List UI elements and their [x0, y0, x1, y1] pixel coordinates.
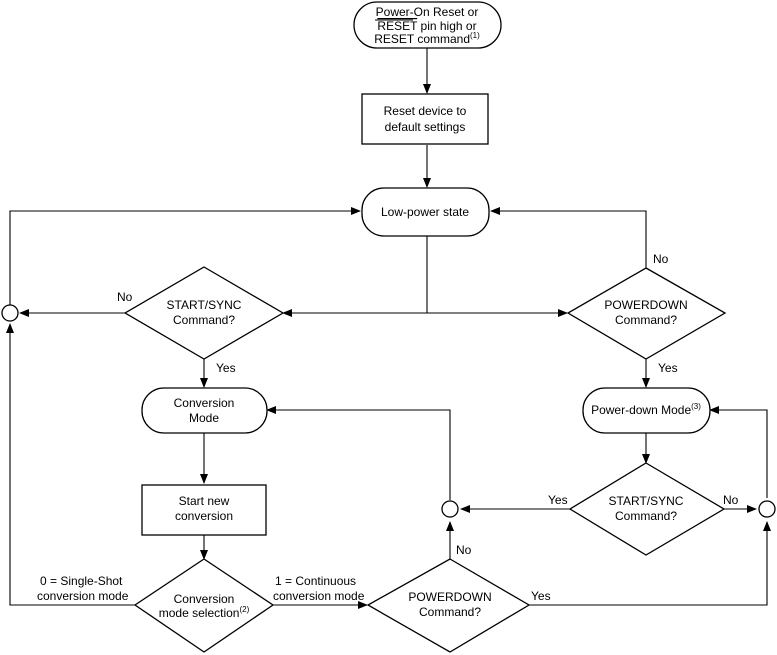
label-pd1-no: No — [653, 252, 669, 266]
label-ss2-no: No — [723, 493, 739, 507]
start-line1: Power-On Reset or — [376, 5, 479, 19]
ss2-line2: Command? — [615, 509, 677, 523]
node-low-power-state: Low-power state — [361, 187, 490, 237]
pd2-line2: Command? — [419, 605, 481, 619]
conv-mode-line2: Mode — [189, 411, 219, 425]
label-ss2-yes: Yes — [548, 493, 568, 507]
label-single-shot-line2: conversion mode — [37, 589, 129, 603]
ss2-line1: START/SYNC — [609, 494, 684, 508]
node-powerdown-decision-1: POWERDOWN Command? — [566, 267, 727, 360]
node-conversion-mode: Conversion Mode — [141, 387, 268, 434]
label-ss1-no: No — [117, 290, 133, 304]
edge-singleshot — [5, 323, 135, 606]
reset-device-line1: Reset device to — [384, 104, 467, 118]
edge-labels: No Yes No Yes Yes No No Yes 0 = Single-S… — [37, 252, 739, 603]
conv-mode-line1: Conversion — [174, 396, 235, 410]
node-start: Power-On Reset or RESET pin high or RESE… — [353, 1, 502, 49]
pd1-line1: POWERDOWN — [604, 298, 687, 312]
node-start-new-conversion: Start new conversion — [141, 484, 267, 536]
edge-pd1-no — [490, 207, 647, 268]
node-reset-device: Reset device to default settings — [361, 93, 489, 145]
node-mode-selection-decision: Conversion mode selection(2) — [133, 558, 275, 653]
junction-circle-middle — [441, 500, 459, 518]
label-continuous-line2: conversion mode — [273, 589, 365, 603]
edge-pd2-yes — [529, 521, 771, 606]
edge-rightcircle-to-pdmode — [709, 406, 768, 498]
label-ss1-yes: Yes — [216, 361, 236, 375]
ss1-line2: Command? — [173, 313, 235, 327]
start-line2: RESET pin high or — [377, 19, 476, 33]
reset-device-line2: default settings — [385, 120, 466, 134]
low-power-label: Low-power state — [381, 205, 469, 219]
node-powerdown-decision-2: POWERDOWN Command? — [366, 558, 531, 653]
ss1-line1: START/SYNC — [167, 298, 242, 312]
junction-circle-right — [758, 500, 776, 518]
edge-midcircle-to-conv — [266, 406, 451, 500]
pd1-line2: Command? — [615, 313, 677, 327]
node-power-down-mode: Power-down Mode(3) — [582, 387, 711, 434]
mode-sel-line2: mode selection(2) — [159, 605, 250, 620]
node-start-sync-decision-2: START/SYNC Command? — [568, 462, 726, 556]
start-new-line2: conversion — [175, 509, 233, 523]
label-pd2-yes: Yes — [531, 589, 551, 603]
pd-mode-label: Power-down Mode(3) — [591, 402, 701, 417]
label-pd2-no: No — [456, 543, 472, 557]
mode-sel-line1: Conversion — [174, 592, 235, 606]
edge-leftcircle-to-lowpower — [9, 207, 361, 305]
label-single-shot-line1: 0 = Single-Shot — [40, 574, 123, 588]
label-pd1-yes: Yes — [658, 361, 678, 375]
label-continuous-line1: 1 = Continuous — [275, 574, 356, 588]
connectors — [5, 48, 771, 609]
junction-circle-left — [1, 304, 19, 322]
pd2-line1: POWERDOWN — [408, 590, 491, 604]
start-new-line1: Start new — [179, 494, 230, 508]
node-start-sync-decision-1: START/SYNC Command? — [123, 266, 285, 360]
start-line3: RESET command(1) — [374, 31, 480, 46]
